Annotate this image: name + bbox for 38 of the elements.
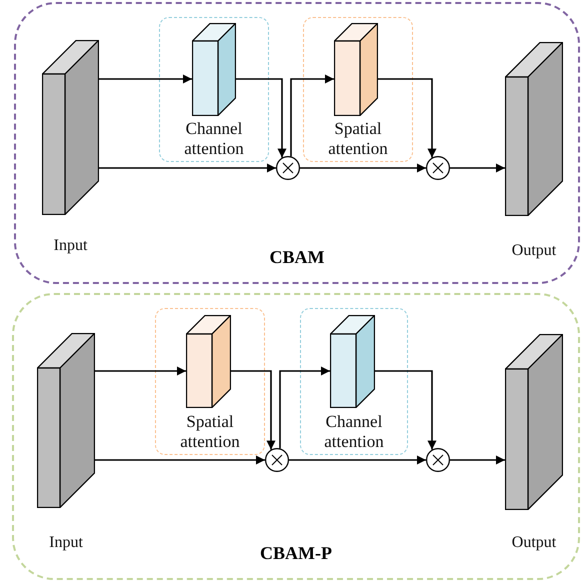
block-label: Output bbox=[512, 242, 556, 260]
attention-box bbox=[303, 17, 413, 162]
block-label: Input bbox=[54, 237, 88, 255]
attention-cuboid-drawing bbox=[186, 314, 231, 408]
attention-label: Spatial attention bbox=[179, 412, 241, 452]
attention-cuboid-drawing bbox=[192, 22, 236, 116]
attention-cuboid-drawing bbox=[334, 22, 378, 116]
arrow bbox=[279, 366, 330, 448]
arrow bbox=[99, 164, 276, 172]
multiply-circle-icon bbox=[426, 448, 450, 472]
multiply-circle-icon bbox=[265, 448, 289, 472]
block-label: Input bbox=[49, 534, 83, 552]
attention-box bbox=[300, 308, 408, 455]
arrow bbox=[289, 456, 426, 464]
arrow bbox=[95, 456, 265, 464]
arrow bbox=[236, 78, 286, 158]
multiply-circle-icon bbox=[426, 156, 450, 180]
attention-label: Spatial attention bbox=[327, 119, 389, 159]
attention-cuboid-drawing bbox=[330, 314, 375, 408]
arrow bbox=[450, 164, 505, 172]
module-panel bbox=[14, 2, 580, 284]
arrow bbox=[95, 366, 186, 376]
attention-label: Channel attention bbox=[183, 119, 245, 159]
panel-title: CBAM bbox=[270, 247, 324, 268]
attention-box bbox=[155, 308, 265, 455]
multiply-circle-icon bbox=[276, 156, 300, 180]
block-label: Output bbox=[512, 534, 556, 552]
arrow bbox=[450, 456, 505, 464]
arrow bbox=[378, 78, 436, 158]
arrow bbox=[290, 74, 334, 156]
arrow bbox=[375, 370, 436, 450]
arrow bbox=[231, 370, 276, 450]
panel-title: CBAM-P bbox=[260, 543, 332, 564]
module-panel bbox=[12, 293, 580, 580]
arrow bbox=[99, 74, 192, 84]
arrow bbox=[300, 164, 426, 172]
attention-box bbox=[159, 17, 269, 162]
attention-label: Channel attention bbox=[323, 412, 385, 452]
